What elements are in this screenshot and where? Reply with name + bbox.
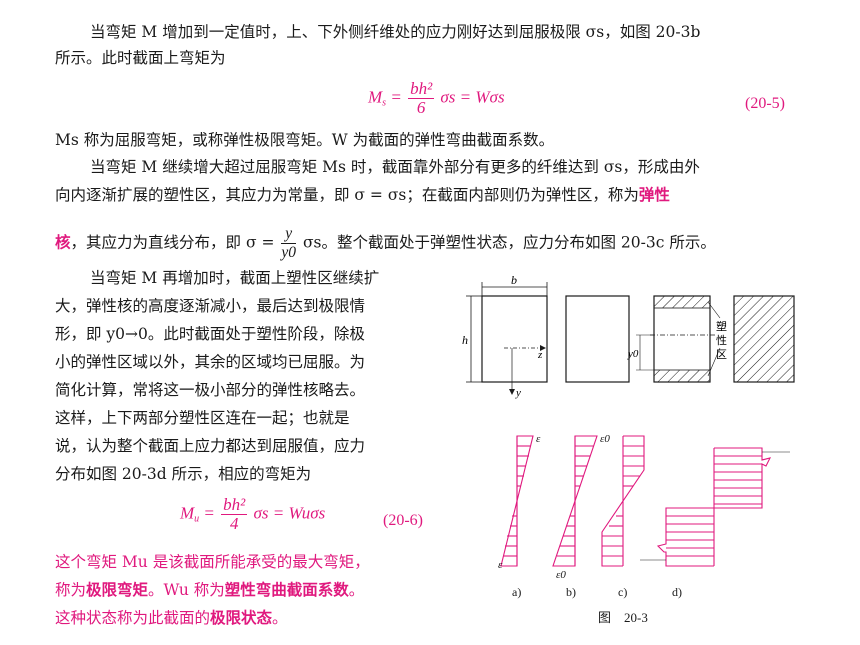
eq5-number: (20-5): [745, 95, 785, 112]
para3-line3-end: σs。整个截面处于弹塑性状态，应力分布如图 20-3c 所示。: [302, 233, 716, 252]
plastic-zone-3: 区: [716, 349, 727, 361]
eq5-lhs: M: [368, 87, 383, 107]
term-elastic: 弹性: [638, 185, 670, 204]
stress-diagram-c: [601, 435, 645, 567]
label-b: b: [511, 273, 517, 287]
para4-line: 这样，上下两部分塑性区连在一起；也就是: [55, 409, 350, 427]
eq5-rhs: σs = Wσs: [440, 87, 505, 107]
eq6-lhs: M: [180, 503, 195, 523]
eq5-lhs-sub: s: [382, 97, 387, 109]
eps-top-a: ε: [536, 433, 541, 445]
term-ultimate-state: 极限状态: [210, 608, 273, 627]
plastic-zone-1: 塑: [716, 319, 727, 333]
para4-line: 形，即 y0→0。此时截面处于塑性阶段，除极: [55, 325, 365, 343]
eq6-number: (20-6): [383, 512, 423, 529]
eq6-num: bh²: [221, 495, 248, 515]
sub-label-c: c): [618, 585, 627, 599]
label-z: z: [537, 349, 543, 361]
term-ultimate-moment: 极限弯矩: [86, 580, 149, 599]
para3-den: y0: [281, 244, 297, 261]
para4-line: 说，认为整个截面上应力都达到屈服值，应力: [55, 437, 366, 455]
eq5-equals: =: [390, 87, 402, 107]
para4-line: 当弯矩 M 再增加时，截面上塑性区继续扩: [90, 269, 380, 287]
stress-diagram-b: [552, 435, 598, 567]
plastic-zone-2: 性: [716, 333, 727, 347]
stress-diagram-a: [500, 435, 534, 567]
eq6-rhs: σs = Wuσs: [253, 503, 326, 523]
section-c: y0 塑 性 区: [627, 295, 727, 383]
para5-line1: 这个弯矩 Mu 是该截面所能承受的最大弯矩，: [55, 553, 370, 571]
para3-line3-text: ，其应力为直线分布，即 σ =: [70, 233, 275, 252]
para1-line1: 当弯矩 M 增加到一定值时，上、下外侧纤维处的应力刚好达到屈服极限 σs，如图 …: [90, 23, 701, 41]
para3-line1: 当弯矩 M 继续增大超过屈服弯矩 Ms 时，截面靠外部分有更多的纤维达到 σs，…: [90, 158, 700, 176]
section-d: [733, 295, 795, 383]
eq6-lhs-sub: u: [194, 513, 200, 525]
section-b: [565, 295, 630, 383]
sub-label-d: d): [672, 585, 682, 599]
eps0-bottom-b: ε0: [556, 569, 566, 581]
eq5-den: 6: [416, 98, 426, 117]
para5-line3: 这种状态称为此截面的极限状态。: [55, 608, 288, 628]
stress-diagram-d: [640, 447, 790, 567]
sub-label-b: b): [566, 585, 576, 599]
para1-line2: 所示。此时截面上弯矩为: [55, 49, 226, 67]
label-y: y: [515, 387, 521, 399]
para3-line2: 向内逐渐扩展的塑性区，其应力为常量，即 σ = σs；在截面内部则仍为弹性区，称…: [55, 185, 670, 205]
para4-line: 大，弹性核的高度逐渐减小，最后达到极限情: [55, 297, 366, 315]
para3-num: y: [281, 225, 297, 244]
eq6-den: 4: [229, 514, 239, 533]
para5-line2-c: 。Wu 称为: [148, 581, 225, 599]
term-core: 核: [55, 232, 71, 252]
eps-bottom-a: ε: [498, 559, 503, 571]
label-h: h: [462, 333, 468, 347]
eq5-num: bh²: [408, 79, 435, 99]
para2-line1: Ms 称为屈服弯矩，或称弹性极限弯矩。W 为截面的弹性弯曲截面系数。: [55, 131, 555, 149]
para5-line3-c: 。: [272, 609, 288, 627]
sub-label-a: a): [512, 585, 521, 599]
para4-line: 简化计算，常将这一极小部分的弹性核略去。: [55, 381, 366, 399]
section-a: b h z y: [462, 273, 548, 399]
para3-line2-text: 向内逐渐扩展的塑性区，其应力为常量，即 σ = σs；在截面内部则仍为弹性区，称…: [55, 186, 639, 204]
para5-line2-a: 称为: [55, 581, 87, 599]
para5-line3-a: 这种状态称为此截面的: [55, 609, 211, 627]
eps0-top-b: ε0: [600, 433, 610, 445]
term-plastic-modulus: 塑性弯曲截面系数: [224, 580, 349, 599]
para4-line: 分布如图 20-3d 所示，相应的弯矩为: [55, 465, 312, 483]
para5-line2-e: 。: [348, 581, 365, 599]
para4-line: 小的弹性区域以外，其余的区域均已屈服。为: [55, 353, 366, 371]
figure-20-3: b h z y y0 塑 性 区: [462, 273, 795, 625]
label-y0: y0: [627, 348, 639, 360]
para5-line2: 称为极限弯矩。Wu 称为塑性弯曲截面系数。: [55, 580, 364, 600]
figure-caption: 图 20-3: [598, 610, 648, 625]
